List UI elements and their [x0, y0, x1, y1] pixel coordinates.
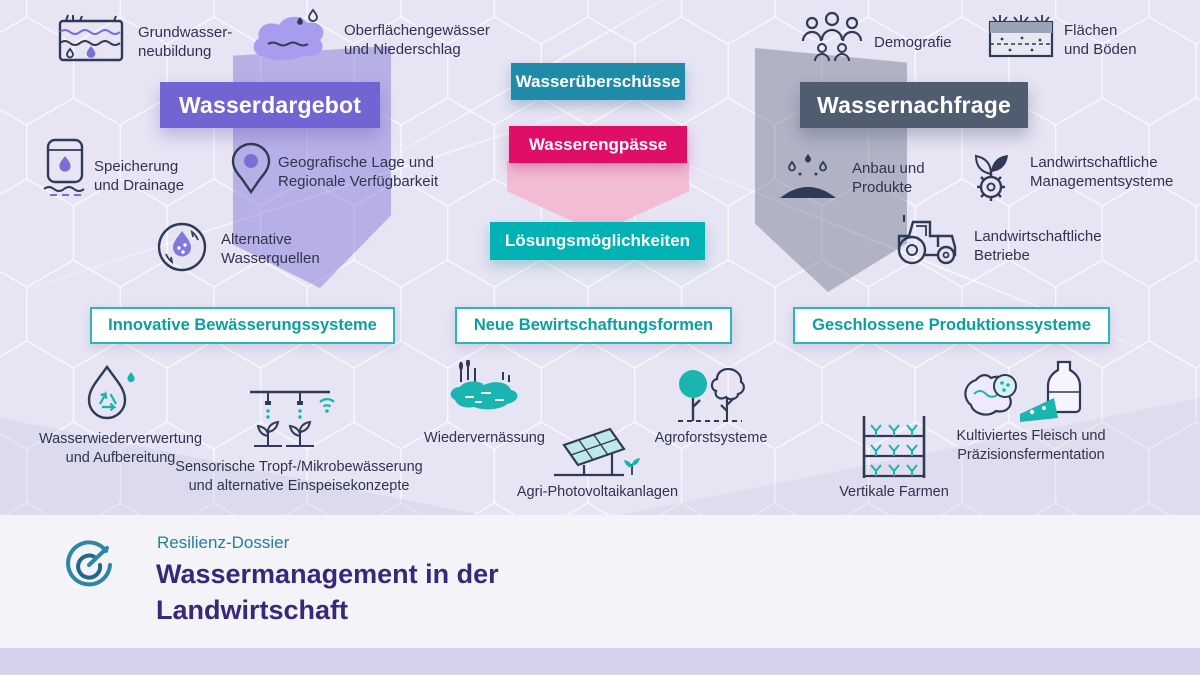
crops-icon: [780, 154, 836, 198]
rewetting-icon: [450, 360, 518, 410]
measure-label: Agroforstsysteme: [654, 430, 768, 446]
location-icon: [231, 142, 271, 195]
demand-item-label: Flächen und Böden: [1064, 22, 1137, 58]
category-farming: Neue Bewirtschaftungsformen: [455, 307, 732, 344]
bottom-strip: [0, 648, 1200, 675]
demand-title: Wassernachfrage: [800, 82, 1028, 128]
measure-label: Agri-Photovoltaikanlagen: [516, 484, 679, 500]
agroforestry-icon: [678, 367, 745, 422]
soil-icon: [988, 15, 1054, 58]
supply-item-label: Speicherung und Drainage: [94, 158, 185, 194]
page-title: Wassermanagement in der Landwirtschaft: [156, 559, 499, 626]
agri-pv-icon: [554, 427, 640, 477]
drip-irrigation-icon: [250, 390, 335, 447]
footer: [0, 515, 1200, 648]
demand-item-label: Landwirtschaftliche Managementsysteme: [1030, 154, 1174, 190]
supply-item-label: Geografische Lage und Regionale Verfügba…: [278, 154, 439, 190]
cultivated-meat-icon: [964, 360, 1082, 422]
publisher-logo-icon: [66, 540, 112, 587]
tractor-icon: [897, 215, 957, 265]
category-irrigation: Innovative Bewässerungssysteme: [90, 307, 395, 344]
supply-item-label: Oberflächengewässer und Niederschlag: [344, 22, 490, 58]
surplus-box: Wasserüberschüsse: [511, 63, 685, 100]
measure-label: Kultiviertes Fleisch und Präzisionsferme…: [956, 428, 1106, 463]
alternative-water-icon: [157, 222, 207, 272]
demand-item-label: Demografie: [874, 34, 952, 51]
dossier-kicker: Resilienz-Dossier: [157, 533, 290, 552]
management-icon: [974, 154, 1008, 201]
demand-item-label: Anbau und Produkte: [852, 160, 925, 196]
supply-title: Wasserdargebot: [160, 82, 380, 128]
shortage-box: Wasserengpässe: [509, 126, 687, 163]
storage-icon: [43, 138, 85, 196]
supply-item-label: Alternative Wasserquellen: [221, 231, 320, 267]
vertical-farm-icon: [862, 416, 926, 478]
water-recycling-icon: [87, 364, 135, 420]
surface-water-icon: [253, 8, 324, 61]
measure-label: Wiedervernässung: [424, 430, 545, 446]
demand-item-label: Landwirtschaftliche Betriebe: [974, 228, 1102, 264]
measure-label: Wasserwiederverwertung und Aufbereitung: [38, 431, 203, 466]
category-production: Geschlossene Produktionssysteme: [793, 307, 1110, 344]
supply-item-label: Grundwasser- neubildung: [138, 24, 233, 60]
demography-icon: [801, 11, 863, 62]
groundwater-icon: [58, 14, 124, 62]
measure-label: Sensorische Tropf-/Mikrobewässerung und …: [175, 459, 423, 494]
measure-label: Vertikale Farmen: [839, 484, 949, 500]
solutions-box: Lösungsmöglichkeiten: [490, 222, 705, 260]
